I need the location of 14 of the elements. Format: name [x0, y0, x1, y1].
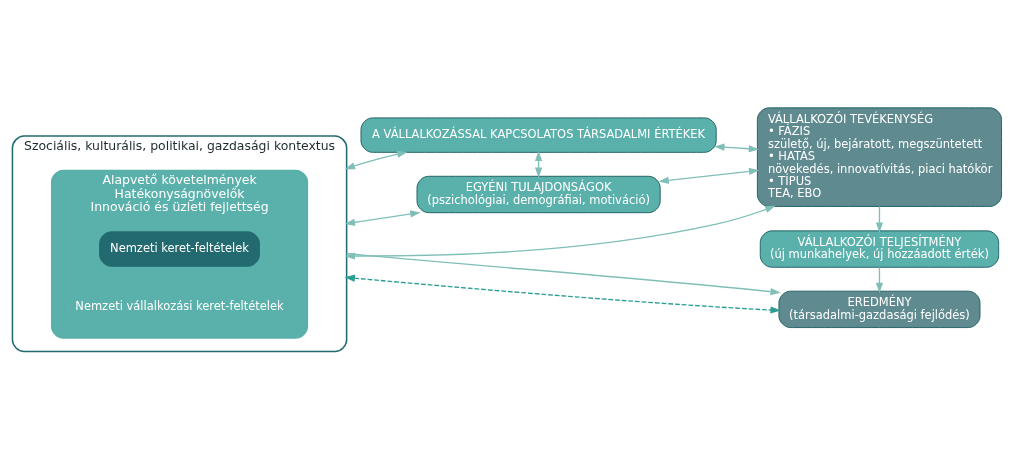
- arrow: [344, 205, 776, 260]
- arrow: [344, 209, 421, 226]
- node-box: EGYÉNI TULAJDONSÁGOK (pszichológiai, demográfiai, motiváció): [416, 175, 661, 213]
- arrow: [345, 252, 781, 295]
- arrow: [344, 150, 408, 169]
- arrow: [658, 167, 760, 184]
- node-box: A VÁLLALKOZÁSSAL KAPCSOLATOS TÁRSADALMI ÉRTÉKEK: [360, 116, 717, 153]
- node-box: VÁLLALKOZÓI TELJESÍTMÉNY (új munkahelyek, új hozzáadott érték): [759, 229, 1000, 268]
- arrow: [714, 143, 760, 152]
- arrow: [344, 274, 781, 314]
- node-box: Nemzeti keret-feltételek: [99, 230, 260, 267]
- node-box: VÁLLALKOZÓI TEVÉKENYSÉG • FÁZIS születő, új, bejáratott, megszüntetett • HATÁS növekedés, innovatívitás, piaci hatókör • TÍPUS TEA, EBO: [756, 106, 1002, 207]
- node-text: Nemzeti vállalkozási keret-feltételek: [75, 298, 284, 313]
- node-box: EREDMÉNY (társadalmi-gazdasági fejlődés): [778, 290, 981, 328]
